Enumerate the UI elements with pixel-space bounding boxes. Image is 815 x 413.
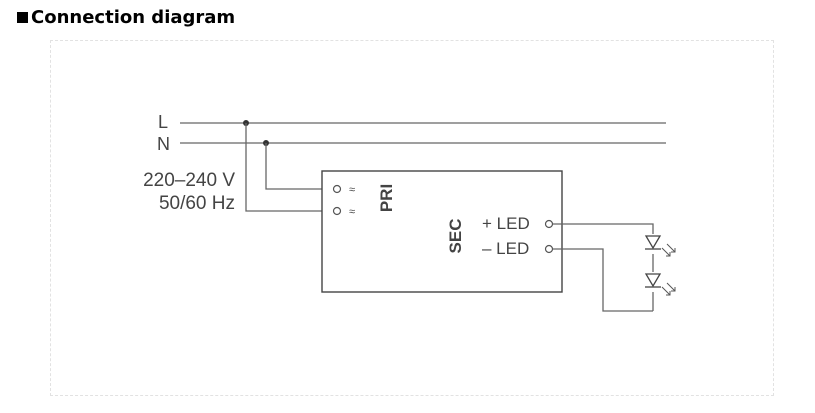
square-bullet-icon <box>17 12 28 23</box>
heading-text: Connection diagram <box>31 7 236 28</box>
led-diode-1 <box>644 234 676 257</box>
terminal-input-1 <box>332 184 342 194</box>
ac-symbol-1: ≈ <box>349 184 355 196</box>
wire-led-minus <box>553 248 653 312</box>
label-l: L <box>158 112 168 132</box>
label-led-minus: – LED <box>482 239 529 258</box>
led-diode-2 <box>644 272 676 296</box>
ac-symbol-2: ≈ <box>349 206 355 218</box>
wire-l-to-input <box>245 123 333 212</box>
label-sec: SEC <box>446 219 465 254</box>
label-n: N <box>157 134 170 154</box>
wire-n-to-input <box>265 143 333 190</box>
terminal-led-minus <box>544 244 554 254</box>
terminal-led-plus <box>544 219 554 229</box>
driver-box <box>321 170 563 293</box>
label-frequency: 50/60 Hz <box>159 193 235 214</box>
terminal-input-2 <box>332 206 342 216</box>
page-heading: Connection diagram <box>17 7 235 28</box>
label-pri: PRI <box>377 184 396 212</box>
label-voltage: 220–240 V <box>143 170 235 191</box>
diagram-panel <box>50 40 774 396</box>
label-led-plus: + LED <box>482 214 530 233</box>
